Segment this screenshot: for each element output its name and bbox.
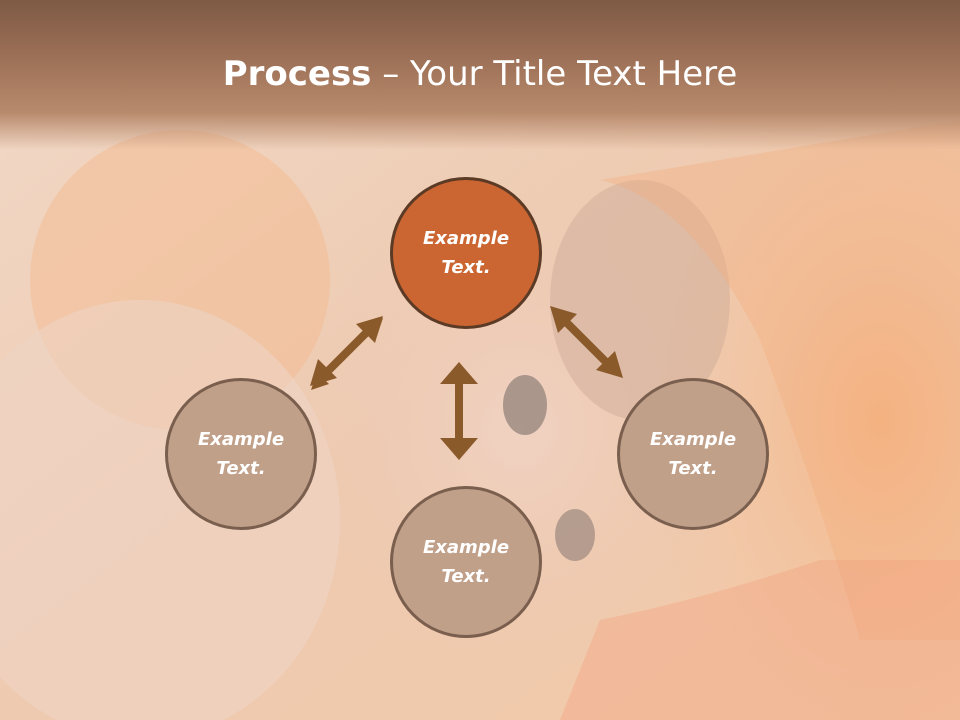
title-bold: Process	[222, 54, 372, 94]
arrowhead-icon	[440, 438, 478, 460]
title-rest: – Your Title Text Here	[371, 54, 738, 94]
arrowhead-icon	[550, 306, 577, 333]
arrowhead-icon	[596, 351, 623, 378]
arrowhead-icon	[440, 362, 478, 384]
slide-title: Process – Your Title Text Here	[0, 50, 960, 98]
node-label: Example Text.	[422, 537, 510, 587]
process-node-center: Example Text.	[390, 177, 542, 329]
node-label: Example Text.	[649, 429, 737, 479]
process-node-right: Example Text.	[617, 378, 769, 530]
process-node-left: Example Text.	[165, 378, 317, 530]
process-node-bottom: Example Text.	[390, 486, 542, 638]
node-label: Example Text.	[422, 228, 510, 278]
arrowhead-icon	[310, 359, 337, 386]
arrowhead-icon	[356, 316, 383, 343]
title-bar	[0, 0, 960, 150]
node-label: Example Text.	[197, 429, 285, 479]
